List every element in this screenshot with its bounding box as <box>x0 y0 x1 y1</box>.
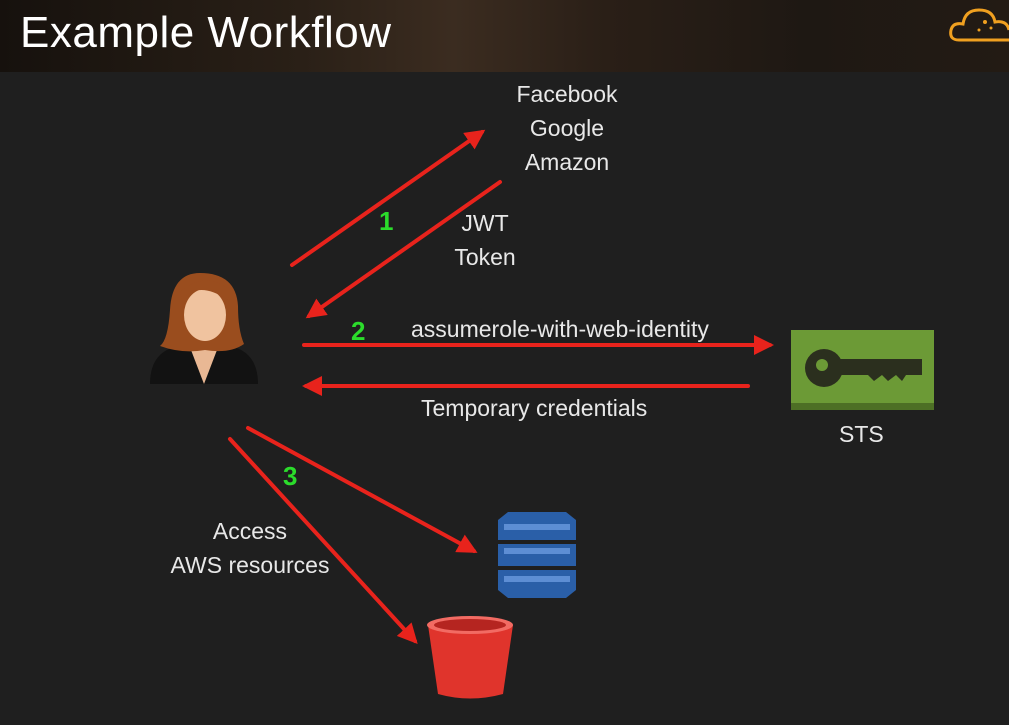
key-icon <box>791 330 934 410</box>
access-aws-label: Access AWS resources <box>158 514 342 582</box>
step-2-label: 2 <box>351 316 366 346</box>
step-3-label: 3 <box>283 461 298 491</box>
step-1-label: 1 <box>379 206 394 236</box>
provider-google: Google <box>529 115 605 141</box>
database-icon <box>498 512 576 598</box>
sts-label: STS <box>839 421 884 447</box>
aws-resources-line: AWS resources <box>170 552 330 578</box>
providers-label: Facebook Google Amazon <box>505 77 629 179</box>
jwt-token-label: JWT Token <box>440 206 530 274</box>
cloud-icon <box>949 8 1009 42</box>
provider-amazon: Amazon <box>524 149 610 175</box>
user-avatar-icon <box>150 273 258 384</box>
arrow-jwt-back <box>305 180 502 319</box>
slide-title: Example Workflow <box>20 8 392 57</box>
jwt-line: JWT <box>461 210 509 236</box>
slide-header: Example Workflow <box>0 0 1009 72</box>
temporary-credentials-label: Temporary credentials <box>421 395 648 421</box>
access-line: Access <box>212 518 288 544</box>
provider-facebook: Facebook <box>516 81 618 107</box>
arrow-to-dynamodb <box>246 426 478 553</box>
arrow-to-s3 <box>228 437 418 644</box>
assumerole-label: assumerole-with-web-identity <box>411 316 709 342</box>
arrow-to-providers <box>290 129 486 267</box>
token-line: Token <box>454 244 516 270</box>
bucket-icon <box>427 616 513 699</box>
